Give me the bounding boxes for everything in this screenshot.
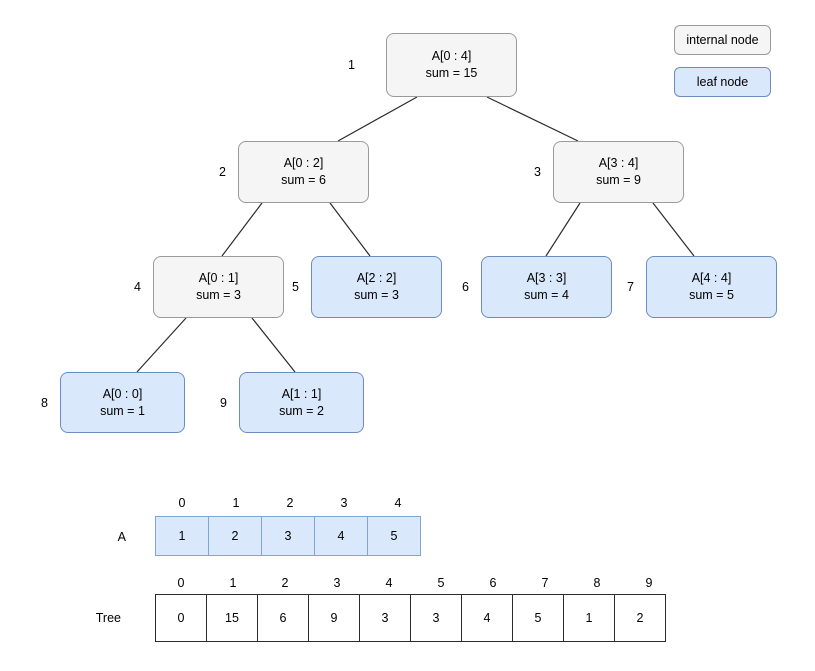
- tree-node-4: A[0 : 1] sum = 3: [153, 256, 284, 318]
- tree-node-sum: sum = 1: [100, 403, 145, 418]
- array-value-cell: 6: [257, 594, 309, 642]
- array-value-cell: 5: [512, 594, 564, 642]
- array-index-cell: 6: [489, 576, 497, 590]
- tree-node-8: A[0 : 0] sum = 1: [60, 372, 185, 433]
- tree-node-3: A[3 : 4] sum = 9: [553, 141, 684, 203]
- array-index-cell: 3: [340, 496, 348, 510]
- legend-label-leaf: leaf node: [696, 75, 749, 89]
- tree-node-7: A[4 : 4] sum = 5: [646, 256, 777, 318]
- tree-node-range: A[0 : 0]: [102, 386, 143, 401]
- tree-node-6: A[3 : 3] sum = 4: [481, 256, 612, 318]
- array-index-cell: 9: [645, 576, 653, 590]
- tree-node-sum: sum = 6: [281, 173, 326, 187]
- tree-edge-1-3: [486, 96, 579, 142]
- tree-node-index-9: 9: [220, 396, 227, 410]
- array-value-cell: 4: [461, 594, 513, 642]
- tree-node-range: A[2 : 2]: [356, 271, 397, 285]
- tree-node-sum: sum = 9: [596, 173, 641, 187]
- tree-node-range: A[0 : 2]: [283, 156, 324, 170]
- tree-node-1: A[0 : 4] sum = 15: [386, 33, 517, 97]
- array-index-row-tree: 0 1 2 3 4 5 6 7 8 9: [155, 576, 675, 590]
- array-index-cell: 7: [541, 576, 549, 590]
- array-value-cell: 1: [155, 516, 209, 556]
- array-index-cell: 5: [437, 576, 445, 590]
- tree-node-index-1: 1: [348, 58, 355, 72]
- tree-node-sum: sum = 15: [425, 66, 478, 80]
- tree-node-index-3: 3: [534, 165, 541, 179]
- tree-node-index-7: 7: [627, 280, 634, 294]
- array-index-cell: 2: [281, 576, 289, 590]
- tree-node-index-5: 5: [292, 280, 299, 294]
- tree-node-sum: sum = 3: [354, 288, 399, 302]
- tree-node-range: A[0 : 4]: [431, 49, 472, 63]
- array-index-cell: 0: [178, 496, 186, 510]
- array-value-cell: 3: [261, 516, 315, 556]
- array-label-tree: Tree: [95, 611, 121, 625]
- tree-node-sum: sum = 2: [279, 403, 324, 418]
- legend-label-internal: internal node: [686, 33, 759, 47]
- tree-node-index-2: 2: [219, 165, 226, 179]
- tree-edge-1-2: [337, 96, 418, 142]
- array-index-cell: 1: [229, 576, 237, 590]
- tree-node-index-6: 6: [462, 280, 469, 294]
- array-index-cell: 2: [286, 496, 294, 510]
- array-value-cell: 1: [563, 594, 615, 642]
- legend-item-leaf-node: leaf node: [674, 67, 771, 97]
- array-index-cell: 4: [385, 576, 393, 590]
- array-value-cell: 9: [308, 594, 360, 642]
- tree-edge-2-4: [221, 202, 263, 257]
- tree-node-9: A[1 : 1] sum = 2: [239, 372, 364, 433]
- array-value-cell: 2: [208, 516, 262, 556]
- tree-node-sum: sum = 3: [196, 288, 241, 302]
- tree-node-sum: sum = 4: [524, 288, 569, 302]
- array-value-cell: 4: [314, 516, 368, 556]
- array-value-cell: 2: [614, 594, 666, 642]
- tree-edge-4-8: [136, 317, 187, 373]
- tree-node-range: A[3 : 4]: [598, 156, 639, 170]
- tree-node-range: A[1 : 1]: [281, 386, 322, 401]
- tree-edge-3-6: [545, 202, 581, 257]
- array-value-cell: 5: [367, 516, 421, 556]
- array-value-cell: 0: [155, 594, 207, 642]
- tree-node-range: A[3 : 3]: [526, 271, 567, 285]
- array-index-cell: 8: [593, 576, 601, 590]
- tree-node-range: A[0 : 1]: [198, 271, 239, 285]
- array-value-cell: 3: [410, 594, 462, 642]
- tree-node-index-4: 4: [134, 280, 141, 294]
- array-index-row-a: 0 1 2 3 4: [155, 496, 425, 510]
- legend-item-internal-node: internal node: [674, 25, 771, 55]
- tree-node-index-8: 8: [41, 396, 48, 410]
- array-index-cell: 0: [177, 576, 185, 590]
- tree-edge-3-7: [652, 202, 695, 257]
- tree-edge-4-9: [251, 317, 296, 373]
- tree-node-2: A[0 : 2] sum = 6: [238, 141, 369, 203]
- array-index-cell: 4: [394, 496, 402, 510]
- tree-node-sum: sum = 5: [689, 288, 734, 302]
- array-value-cell: 3: [359, 594, 411, 642]
- array-index-cell: 1: [232, 496, 240, 510]
- tree-node-5: A[2 : 2] sum = 3: [311, 256, 442, 318]
- tree-edge-2-5: [329, 202, 371, 257]
- array-label-a: A: [117, 530, 126, 544]
- array-index-cell: 3: [333, 576, 341, 590]
- array-value-cell: 15: [206, 594, 258, 642]
- tree-node-range: A[4 : 4]: [691, 271, 732, 285]
